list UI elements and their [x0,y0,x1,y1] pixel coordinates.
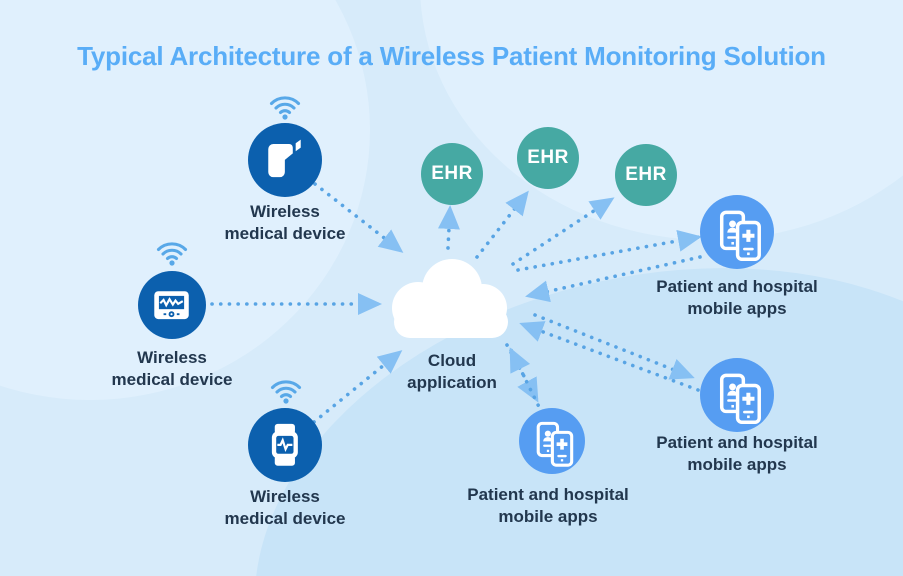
device-label: Wireless medical device [72,347,272,391]
edge-app-bottom-right-to-cloud [519,321,700,392]
mobile-apps-icon [720,210,762,261]
patient-monitor-icon [154,291,190,320]
diagram-title: Typical Architecture of a Wireless Patie… [77,41,826,71]
label-line: Cloud [427,351,477,370]
ehr-node: EHR [421,143,483,205]
ehr-label: EHR [625,164,667,185]
cloud-icon [392,259,508,338]
label-line: Wireless [250,202,320,221]
label-line: medical device [224,224,346,243]
mobile-apps-label: Patient and hospital mobile apps [627,276,847,320]
device-label: Wireless medical device [185,486,385,530]
mobile-apps-node-bottom-right [700,358,774,432]
edge-cloud-to-ehr-1 [437,205,460,250]
ehr-node: EHR [615,144,677,206]
edge-cloud-to-ehr-3 [511,197,615,266]
mobile-apps-icon [536,422,574,467]
label-line: medical device [111,370,233,389]
label-line: mobile apps [687,299,787,318]
edge-cloud-to-app-top-right [516,229,702,272]
mobile-apps-label: Patient and hospital mobile apps [627,432,847,476]
mobile-apps-node-bottom-middle [519,408,585,474]
wireless-medical-device-monitor-node [138,271,206,339]
wifi-icon [269,96,301,120]
edge-device-watch-to-cloud [312,350,403,424]
label-line: application [407,373,497,392]
label-line: Wireless [137,348,207,367]
ehr-node: EHR [517,127,579,189]
label-line: medical device [224,509,346,528]
device-label: Wireless medical device [185,201,385,245]
label-line: mobile apps [687,455,787,474]
edge-cloud-to-app-bottom-right [533,313,695,380]
edge-device-thermometer-to-cloud [313,182,404,253]
label-line: Patient and hospital [656,433,818,452]
cloud-label: Cloud application [377,350,527,394]
label-line: mobile apps [498,507,598,526]
wifi-icon [156,242,188,266]
label-line: Patient and hospital [656,277,818,296]
label-line: Wireless [250,487,320,506]
ehr-label: EHR [527,147,569,168]
label-line: Patient and hospital [467,485,629,504]
mobile-apps-node-top-right [700,195,774,269]
edge-app-bottom-middle-to-cloud [509,347,544,415]
thermometer-gun-icon [268,139,301,178]
wireless-medical-device-thermometer-node [248,123,322,197]
wifi-icon [270,380,302,404]
edge-app-top-right-to-cloud [525,255,702,303]
smartwatch-icon [272,424,298,466]
mobile-apps-icon [720,373,762,424]
wireless-medical-device-smartwatch-node [248,408,322,482]
mobile-apps-label: Patient and hospital mobile apps [438,484,658,528]
ehr-label: EHR [431,163,473,184]
